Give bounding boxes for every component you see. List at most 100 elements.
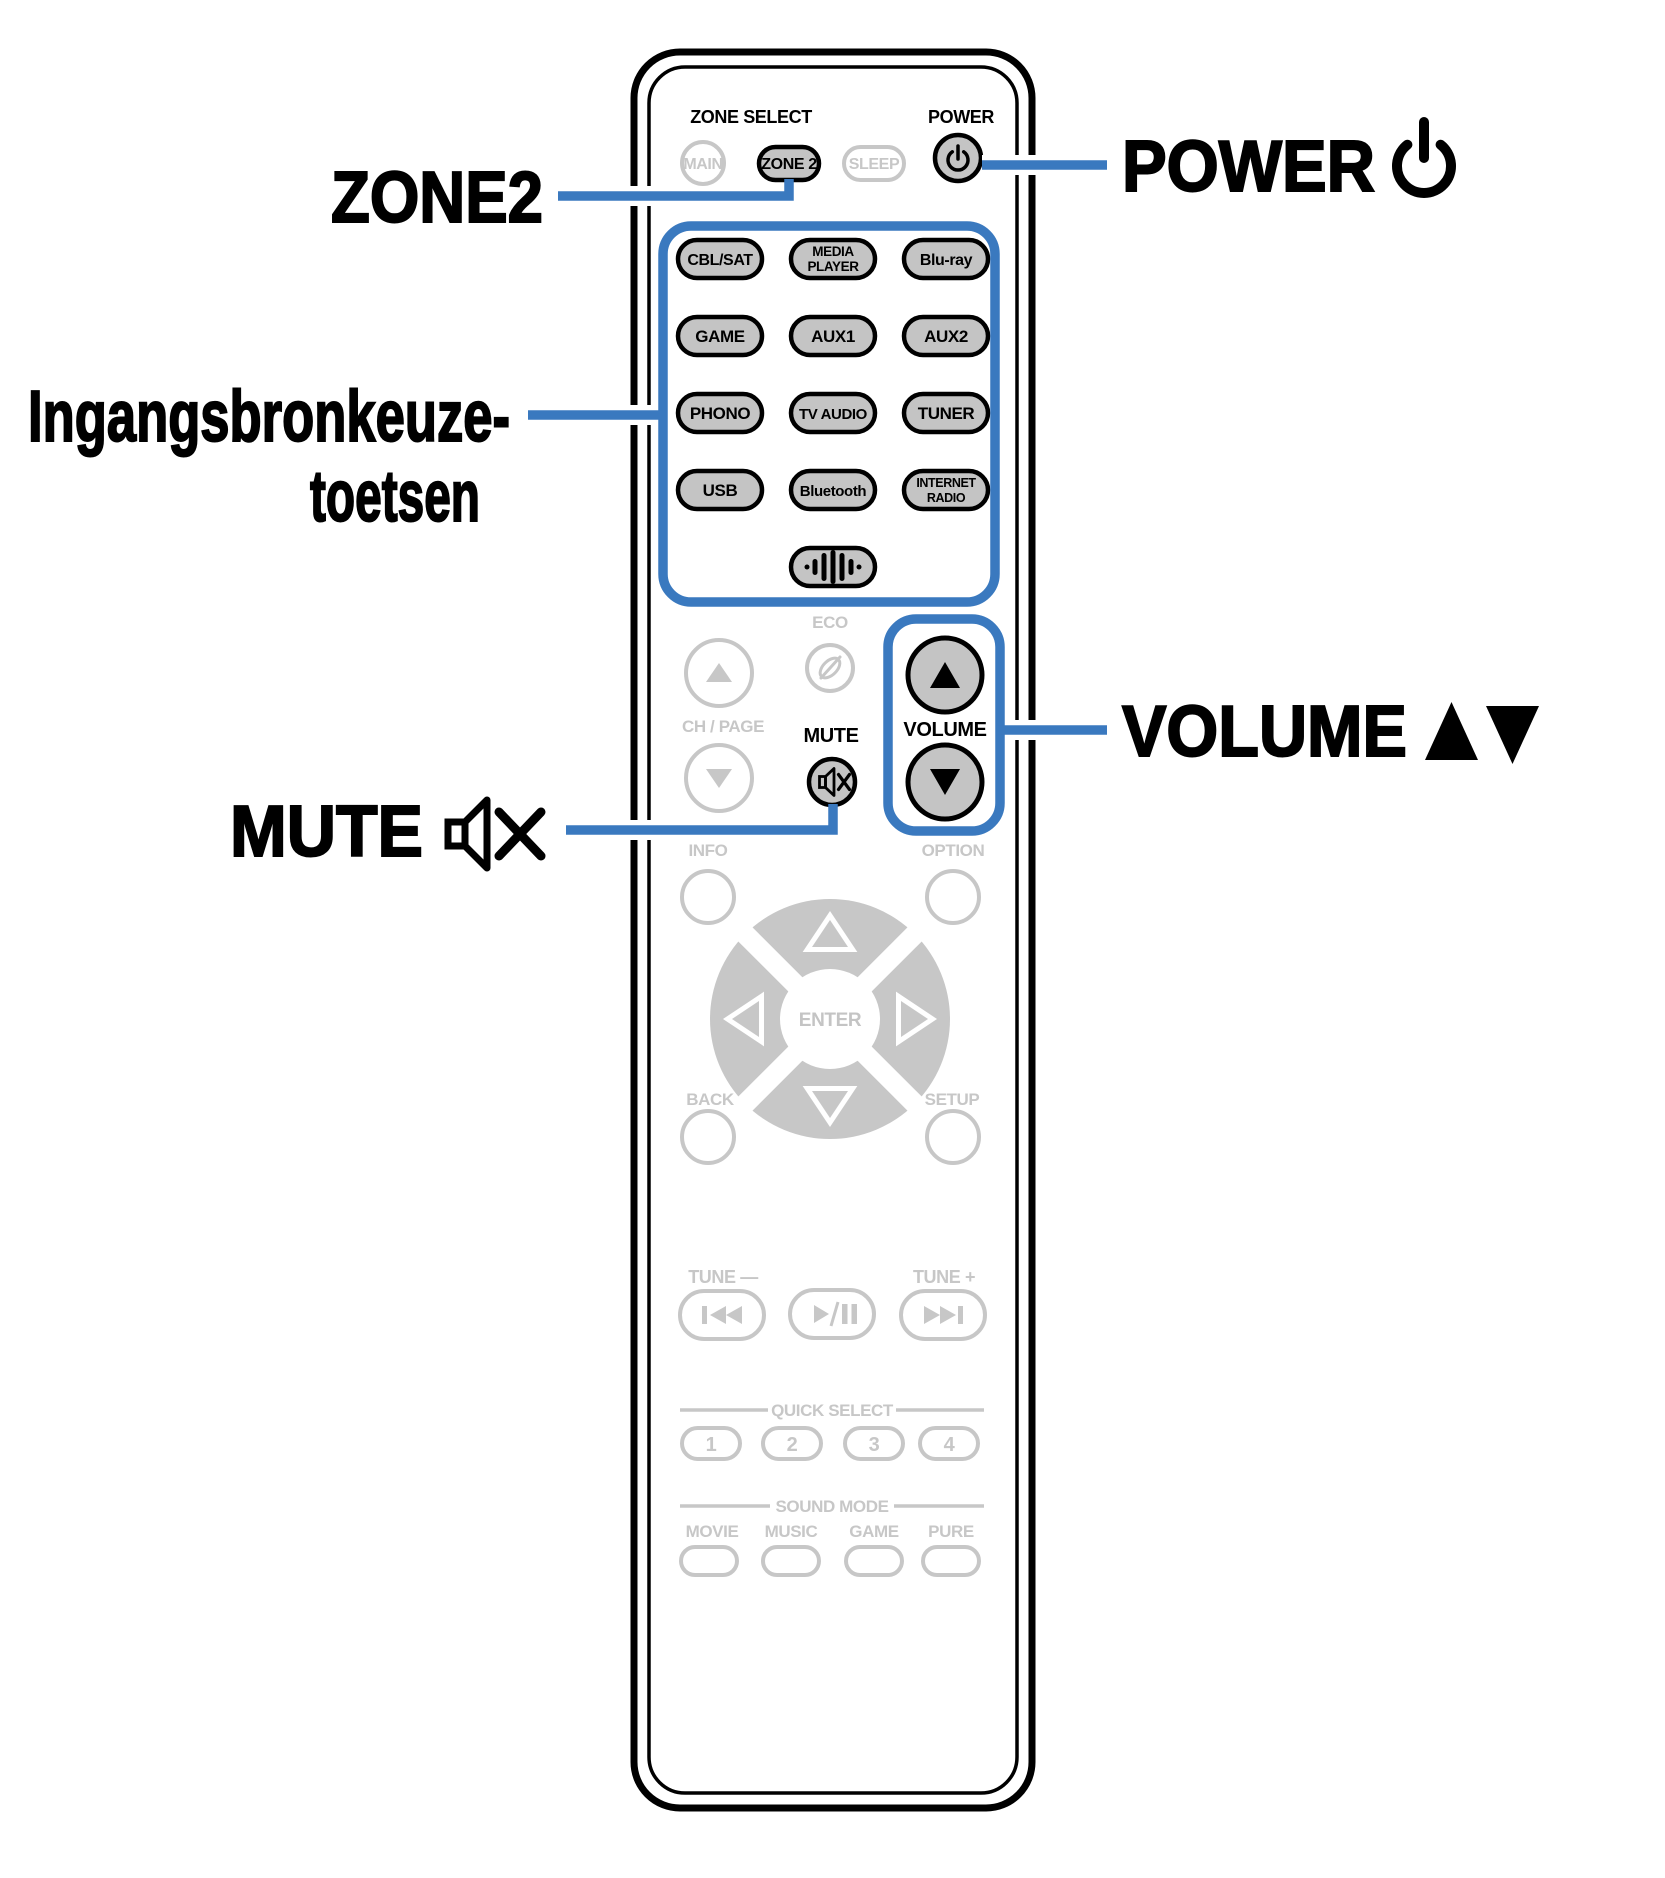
- input-source-callout: Ingangsbronkeuze- toetsen: [27, 376, 511, 538]
- skip-forward-icon: [924, 1306, 963, 1324]
- ch-page-down-button: [684, 743, 754, 813]
- eco-button: [805, 643, 855, 693]
- dpad-up-icon: [802, 910, 858, 952]
- sound-mode-movie-label: MOVIE: [686, 1522, 739, 1541]
- mute-icon: [818, 767, 852, 797]
- volume-callout: VOLUME: [1121, 691, 1539, 773]
- sound-wave-icon: [804, 550, 862, 584]
- option-label: OPTION: [922, 841, 985, 860]
- aux1-label: AUX1: [811, 327, 855, 346]
- aux1-button: AUX1: [788, 314, 878, 358]
- main-button-label: MAIN: [683, 156, 722, 173]
- enter-label: ENTER: [799, 1010, 862, 1031]
- main-button-shape: [680, 140, 726, 186]
- input-source-highlight-box: [658, 221, 1000, 607]
- power-button: [932, 132, 984, 184]
- game-label: GAME: [695, 327, 744, 346]
- dpad-right-icon: [896, 991, 938, 1047]
- sleep-button-shape: [842, 145, 906, 182]
- play-pause-button: [788, 1288, 876, 1340]
- phono-button: PHONO: [675, 391, 765, 435]
- tuner-shape: [901, 391, 991, 435]
- skip-forward-button: [899, 1289, 987, 1341]
- mute-callout-line: [566, 804, 838, 835]
- bluetooth-button: Bluetooth: [788, 468, 878, 512]
- media-player-label-2: PLAYER: [807, 259, 859, 274]
- info-button: [680, 869, 736, 925]
- zone2-callout-line: [558, 179, 794, 201]
- info-label: INFO: [688, 841, 727, 860]
- tune-minus-label: TUNE —: [688, 1267, 758, 1287]
- back-button: [680, 1109, 736, 1165]
- leaf-icon: [818, 655, 842, 680]
- zone2-button-label: ZONE 2: [761, 156, 817, 173]
- game-shape: [675, 314, 765, 358]
- quick-select-4-label: 4: [944, 1434, 956, 1456]
- usb-shape: [675, 468, 765, 512]
- input-source-group: CBL/SAT MEDIA PLAYER Blu-ray GAME AUX1 A…: [675, 237, 991, 589]
- dpad-left-icon: [722, 991, 764, 1047]
- ch-page-label: CH / PAGE: [682, 717, 764, 736]
- media-player-shape: [788, 237, 878, 281]
- aux2-button: AUX2: [901, 314, 991, 358]
- blu-ray-button: Blu-ray: [901, 237, 991, 281]
- tuner-label: TUNER: [918, 404, 975, 423]
- mute-button-header: MUTE: [803, 725, 858, 747]
- quick-select-3-shape: [843, 1426, 905, 1461]
- mute-button-shape: [806, 756, 858, 808]
- bluetooth-label: Bluetooth: [800, 483, 867, 500]
- sound-mode-game-label: GAME: [849, 1522, 898, 1541]
- bluetooth-shape: [788, 468, 878, 512]
- quick-select-1-button: 1: [680, 1426, 742, 1461]
- power-icon: [946, 144, 970, 172]
- input-source-callout-label-line2: toetsen: [310, 457, 480, 537]
- sound-mode-pure-label: PURE: [928, 1522, 974, 1541]
- volume-button-header: VOLUME: [903, 719, 986, 741]
- enter-button: [780, 969, 880, 1069]
- input-source-callout-label-line1: Ingangsbronkeuze-: [28, 377, 510, 457]
- volume-callout-up-arrow-icon: [1425, 702, 1478, 760]
- quick-select-3-label: 3: [869, 1434, 880, 1456]
- volume-callout-label: VOLUME: [1122, 692, 1407, 772]
- phono-label: PHONO: [690, 404, 751, 423]
- volume-callout-down-arrow-icon: [1486, 706, 1539, 764]
- phono-shape: [675, 391, 765, 435]
- quick-select-2-shape: [761, 1426, 823, 1461]
- quick-select-3-button: 3: [843, 1426, 905, 1461]
- option-button: [925, 869, 981, 925]
- sound-mode-game-button: [844, 1545, 904, 1577]
- cbl-sat-shape: [675, 237, 765, 281]
- quick-select-4-button: 4: [918, 1426, 980, 1461]
- media-player-button: MEDIA PLAYER: [788, 237, 878, 281]
- zone2-callout-label: ZONE2: [331, 158, 543, 238]
- sound-mode-movie-button: [679, 1545, 739, 1577]
- usb-label: USB: [703, 481, 738, 500]
- down-triangle-icon: [706, 769, 732, 788]
- tv-audio-label: TV AUDIO: [799, 406, 868, 423]
- sound-mode-header: SOUND MODE: [775, 1497, 888, 1516]
- volume-highlight-box: [883, 614, 1005, 836]
- volume-up-triangle-icon: [930, 662, 960, 688]
- blu-ray-label: Blu-ray: [920, 252, 973, 269]
- volume-down-triangle-icon: [930, 769, 960, 795]
- mute-callout-icon: [444, 796, 546, 872]
- quick-select-1-label: 1: [706, 1434, 717, 1456]
- main-button: MAIN: [680, 140, 726, 186]
- setup-button: [925, 1109, 981, 1165]
- blu-ray-shape: [901, 237, 991, 281]
- up-triangle-icon: [706, 663, 732, 682]
- tv-audio-shape: [788, 391, 878, 435]
- eco-label: ECO: [812, 613, 848, 632]
- aux2-label: AUX2: [924, 327, 968, 346]
- quick-select-4-shape: [918, 1426, 980, 1461]
- zone-select-header: ZONE SELECT: [690, 107, 812, 127]
- sound-wave-button: [788, 545, 878, 589]
- cbl-sat-label: CBL/SAT: [687, 252, 753, 269]
- ch-page-up-button: [684, 638, 754, 708]
- sleep-button: SLEEP: [842, 145, 906, 182]
- setup-label: SETUP: [925, 1090, 980, 1109]
- sound-mode-pure-button: [921, 1545, 981, 1577]
- tune-plus-label: TUNE +: [913, 1267, 975, 1287]
